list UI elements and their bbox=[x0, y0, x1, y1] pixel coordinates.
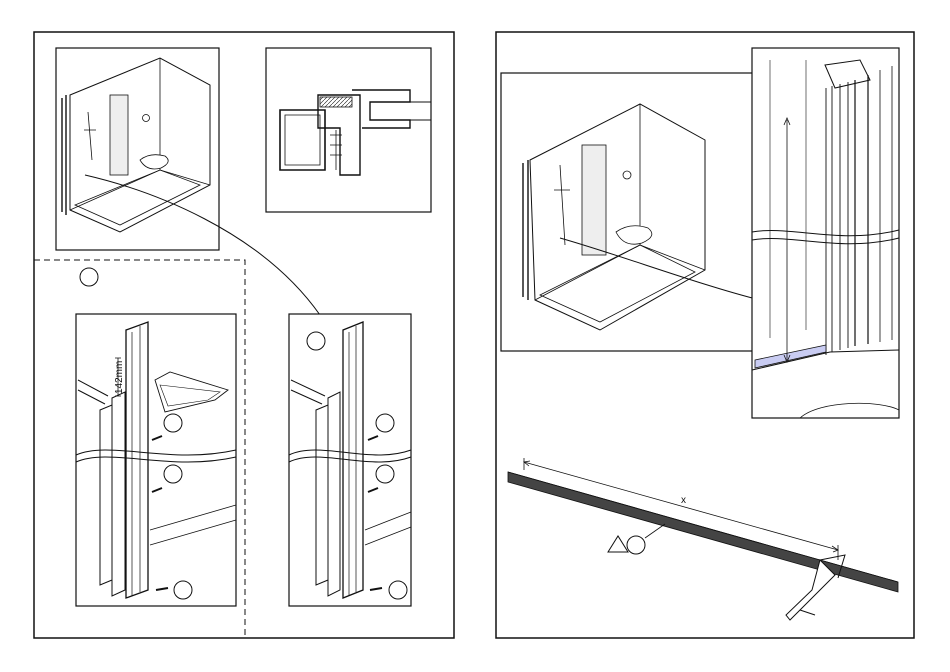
right-page: x bbox=[496, 32, 914, 638]
sealing-strip-diagram: x bbox=[508, 458, 898, 620]
profile-detail-b bbox=[289, 314, 411, 606]
measurement-label: 142mm bbox=[114, 361, 125, 394]
step-marker bbox=[80, 268, 98, 286]
clamp-icon bbox=[786, 560, 835, 620]
right-cabin-overview bbox=[501, 73, 760, 351]
profile-section-detail bbox=[266, 48, 431, 212]
left-page: 142mm bbox=[34, 32, 454, 638]
caution-triangle-icon bbox=[608, 536, 628, 552]
profile-closeup bbox=[752, 48, 899, 418]
length-label: x bbox=[681, 495, 686, 506]
profile-detail-a: 142mm bbox=[76, 314, 236, 606]
